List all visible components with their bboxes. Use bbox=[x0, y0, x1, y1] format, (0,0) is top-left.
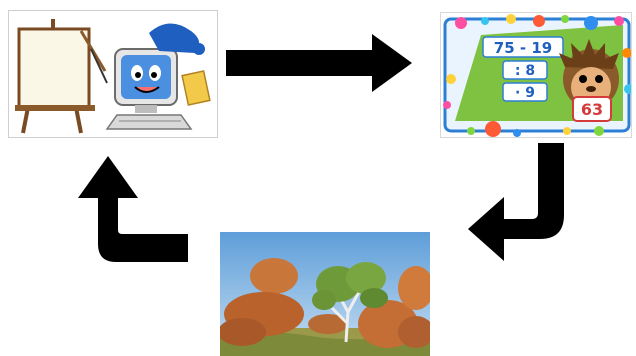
decorative-dots-icon bbox=[443, 14, 631, 137]
teacher-computer-image bbox=[8, 10, 218, 138]
arrow-up-left-icon bbox=[78, 156, 188, 262]
easel-icon bbox=[15, 19, 107, 134]
boulders-icon bbox=[220, 258, 430, 348]
tree-icon bbox=[312, 262, 388, 343]
arrow-right-icon bbox=[226, 34, 412, 92]
arrow-down-left-icon bbox=[468, 143, 564, 261]
hedgehog-icon: 63 bbox=[559, 39, 619, 122]
math-expression: 75 - 19 bbox=[494, 39, 552, 57]
nature-photo-image bbox=[220, 232, 430, 356]
math-game-image: 75 - 19 : 8 · 9 63 bbox=[440, 12, 632, 138]
math-answer: 63 bbox=[581, 100, 603, 119]
math-step-2: · 9 bbox=[515, 85, 535, 101]
math-step-1: : 8 bbox=[515, 63, 535, 79]
computer-character-icon bbox=[90, 23, 211, 130]
